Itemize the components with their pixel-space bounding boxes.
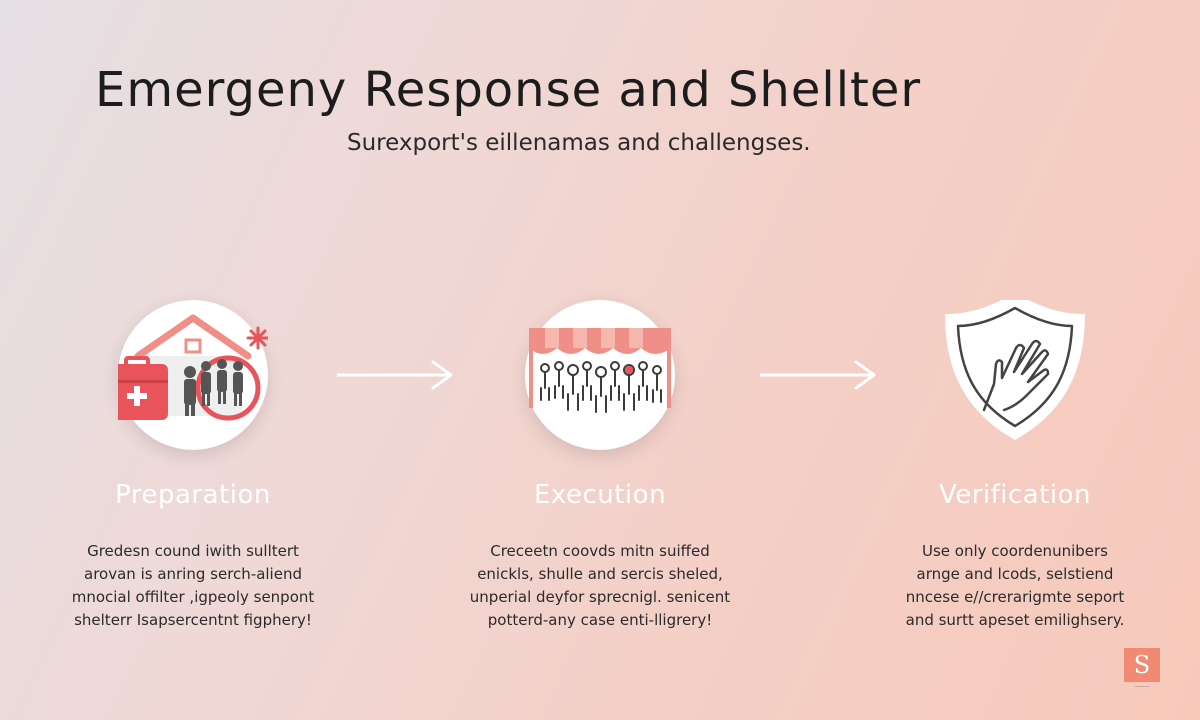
step-description-line: nncese e//crerarigmte seport <box>905 588 1125 606</box>
step-preparation: Preparation Gredesn cound iwith sulltert… <box>43 300 343 632</box>
step-description-line: Creceetn coovds mitn suiffed <box>490 542 710 560</box>
step-description: Creceetn coovds mitn suiffed enickls, sh… <box>450 540 750 632</box>
step-title: Execution <box>533 480 667 510</box>
step-description-line: Use only coordenunibers <box>922 542 1108 560</box>
step-description-line: and surtt apeset emilighsery. <box>905 611 1125 629</box>
step-description-line: arovan is anring serch-aliend <box>84 565 302 583</box>
step-description-line: unperial deyfor sprecnigl. senicent <box>469 588 731 606</box>
step-description-line: potterd-any case enti-lligrery! <box>487 611 713 629</box>
step-description-line: arnge and lcods, selstiend <box>916 565 1114 583</box>
step-description-line: shelterr Isapsercentnt figphery! <box>74 611 312 629</box>
brand-logo-caption: ——— <box>1134 684 1150 690</box>
step-description-line: Gredesn cound iwith sulltert <box>87 542 299 560</box>
crowd-tent-icon <box>525 300 675 450</box>
arrow-right-icon <box>760 360 876 390</box>
step-verification: Verification Use only coordenunibers arn… <box>865 300 1165 632</box>
page-title: Emergeny Response and Shellter <box>95 62 922 118</box>
step-title: Verification <box>938 480 1092 510</box>
step-description: Gredesn cound iwith sulltert arovan is a… <box>43 540 343 632</box>
step-title: Preparation <box>115 480 271 510</box>
step-description-line: mnocial offilter ,igpeoly senpont <box>71 588 315 606</box>
shield-hand-icon <box>940 300 1090 450</box>
brand-logo: S ——— <box>1122 648 1162 690</box>
first-aid-shelter-icon <box>118 300 268 450</box>
step-description: Use only coordenunibers arnge and lcods,… <box>865 540 1165 632</box>
arrow-right-icon <box>337 360 453 390</box>
step-description-line: enickls, shulle and sercis sheled, <box>477 565 723 583</box>
brand-logo-mark: S <box>1124 648 1160 682</box>
page-subtitle: Surexport's eillenamas and challengses. <box>347 130 811 156</box>
step-execution: Execution Creceetn coovds mitn suiffed e… <box>450 300 750 632</box>
